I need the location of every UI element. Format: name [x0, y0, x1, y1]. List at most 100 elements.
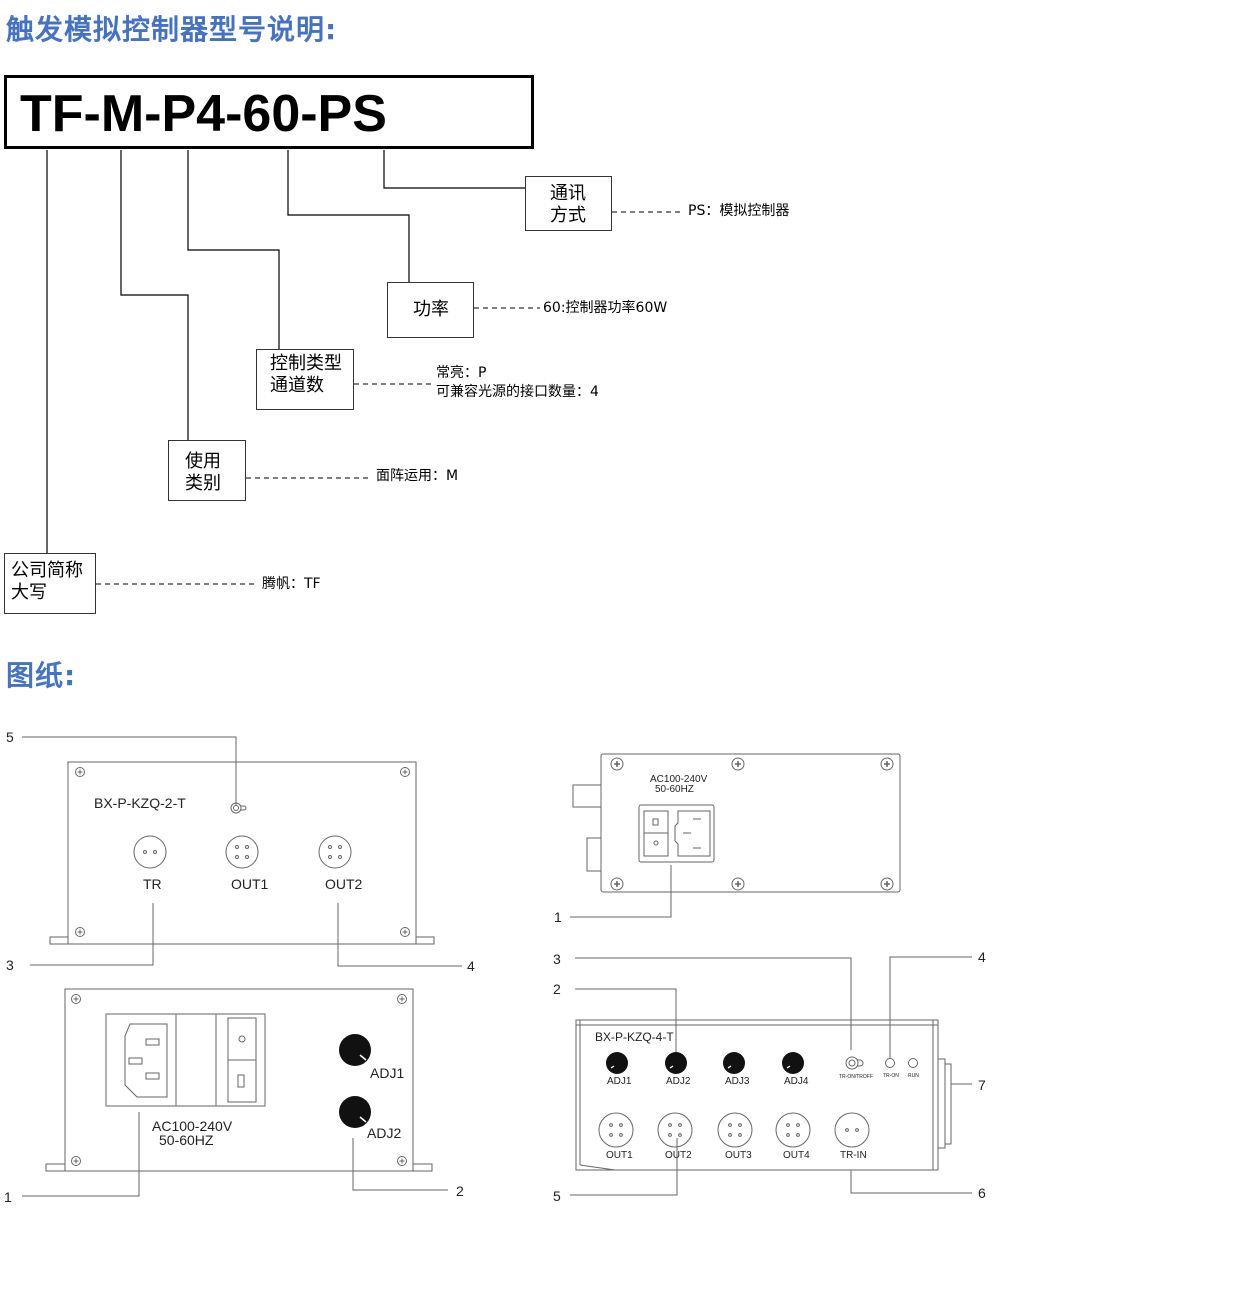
- led-tr-on-icon: [885, 1058, 895, 1068]
- knob-label: ADJ1: [370, 1065, 404, 1081]
- screw-icon: [880, 757, 894, 771]
- output-label: TR-IN: [840, 1150, 867, 1161]
- line-usage: [120, 150, 189, 440]
- field-desc-comm: PS：模拟控制器: [688, 202, 789, 221]
- panel: [600, 753, 901, 893]
- voltage-label: AC100-240V: [650, 774, 708, 785]
- model-label: BX-P-KZQ-4-T: [595, 1030, 674, 1044]
- side-connector: [937, 1058, 946, 1149]
- voltage-label: AC100-240V: [152, 1118, 233, 1134]
- desc-line: 60:控制器功率60W: [543, 300, 668, 316]
- indicator-label: TR-ON: [883, 1073, 899, 1079]
- panel: [64, 988, 414, 1172]
- mount-tab-left: [45, 1163, 66, 1172]
- screw-icon: [400, 927, 410, 937]
- connector-4pin-icon: [775, 1112, 811, 1148]
- field-label: 大写: [11, 582, 47, 603]
- callout-number: 3: [6, 957, 14, 973]
- callout-number: 2: [553, 981, 561, 997]
- leader-3: [575, 957, 852, 1050]
- output-label: OUT3: [725, 1150, 752, 1161]
- indicator-label: RUN: [908, 1073, 919, 1079]
- mount-tab-right: [415, 936, 435, 945]
- connector-2pin-icon: [133, 835, 167, 869]
- screw-icon: [71, 994, 81, 1004]
- output-label: OUT4: [783, 1150, 810, 1161]
- callout-number: 7: [978, 1077, 986, 1093]
- knob-icon: [339, 1096, 371, 1128]
- connector-2pin-icon: [834, 1112, 870, 1148]
- screw-icon: [400, 767, 410, 777]
- field-label: 方式: [550, 205, 586, 226]
- knob-icon: [782, 1052, 804, 1074]
- mount-tab-left: [49, 936, 69, 945]
- led-run-icon: [908, 1058, 918, 1068]
- callout-number: 5: [6, 729, 14, 745]
- frequency-label: 50-60HZ: [159, 1132, 214, 1148]
- field-desc-usage: 面阵运用：M: [376, 467, 458, 486]
- desc-line: 常亮：P: [436, 365, 487, 381]
- knob-label: ADJ3: [725, 1076, 750, 1087]
- screw-icon: [731, 757, 745, 771]
- screw-icon: [75, 927, 85, 937]
- power-inlet-module: [105, 1013, 266, 1107]
- knob-icon: [606, 1052, 628, 1074]
- leader-1: [22, 1112, 140, 1197]
- line-power: [287, 150, 410, 282]
- field-label: 使用: [185, 451, 221, 472]
- leader-2: [352, 1138, 448, 1191]
- field-label: 功率: [413, 299, 449, 320]
- connector-4pin-icon: [225, 835, 259, 869]
- callout-number: 6: [978, 1185, 986, 1201]
- screw-icon: [610, 877, 624, 891]
- knob-label: ADJ2: [666, 1076, 691, 1087]
- field-label: 控制类型: [270, 353, 342, 374]
- callout-number: 4: [978, 949, 986, 965]
- connector-label: OUT2: [325, 876, 363, 892]
- leader-5: [22, 736, 237, 805]
- screw-icon: [71, 1156, 81, 1166]
- leader-4: [889, 956, 972, 1058]
- indicator-label: TR-ON/TROFF: [839, 1074, 873, 1080]
- heading-model-explanation: 触发模拟控制器型号说明:: [6, 13, 338, 46]
- drawing-front-4ch: [570, 956, 972, 1196]
- leader-1: [570, 865, 672, 918]
- leader-4: [337, 903, 462, 967]
- leader-3: [30, 903, 154, 966]
- screw-icon: [397, 1156, 407, 1166]
- screw-icon: [397, 994, 407, 1004]
- toggle-switch-icon: [230, 802, 247, 814]
- line-comm: [383, 150, 525, 189]
- callout-number: 1: [554, 909, 562, 925]
- knob-label: ADJ4: [784, 1076, 809, 1087]
- mount-tab-right: [412, 1163, 433, 1172]
- connector-4pin-icon: [318, 835, 352, 869]
- field-desc-company: 腾帆：TF: [262, 575, 321, 594]
- knob-icon: [339, 1034, 371, 1066]
- field-desc-power: 60:控制器功率60W: [543, 299, 667, 318]
- callout-number: 4: [467, 958, 475, 974]
- field-label: 公司简称: [11, 560, 83, 581]
- field-label: 通讯: [550, 183, 586, 204]
- field-box-ctrl: 控制类型 通道数: [256, 349, 354, 410]
- field-box-power: 功率: [387, 282, 474, 338]
- panel: [67, 761, 417, 945]
- drawing-front-2ch: [22, 736, 462, 967]
- callout-number: 3: [553, 951, 561, 967]
- connector-label: TR: [143, 876, 162, 892]
- connector-label: OUT1: [231, 876, 269, 892]
- connector-4pin-icon: [598, 1112, 634, 1148]
- field-label: 类别: [185, 473, 221, 494]
- field-box-comm: 通讯 方式: [525, 176, 612, 231]
- model-code-box: TF-M-P4-60-PS: [4, 75, 534, 149]
- desc-line: 面阵运用：M: [376, 468, 459, 484]
- field-box-company: 公司简称 大写: [4, 553, 96, 614]
- field-box-usage: 使用 类别: [168, 440, 246, 501]
- screw-icon: [731, 877, 745, 891]
- toggle-switch-icon: [845, 1056, 864, 1070]
- iec-socket-icon: [124, 1023, 168, 1098]
- desc-line: 可兼容光源的接口数量：4: [436, 384, 599, 400]
- leader-6: [850, 1170, 972, 1194]
- output-label: OUT2: [665, 1150, 692, 1161]
- field-label: 通道数: [270, 375, 324, 396]
